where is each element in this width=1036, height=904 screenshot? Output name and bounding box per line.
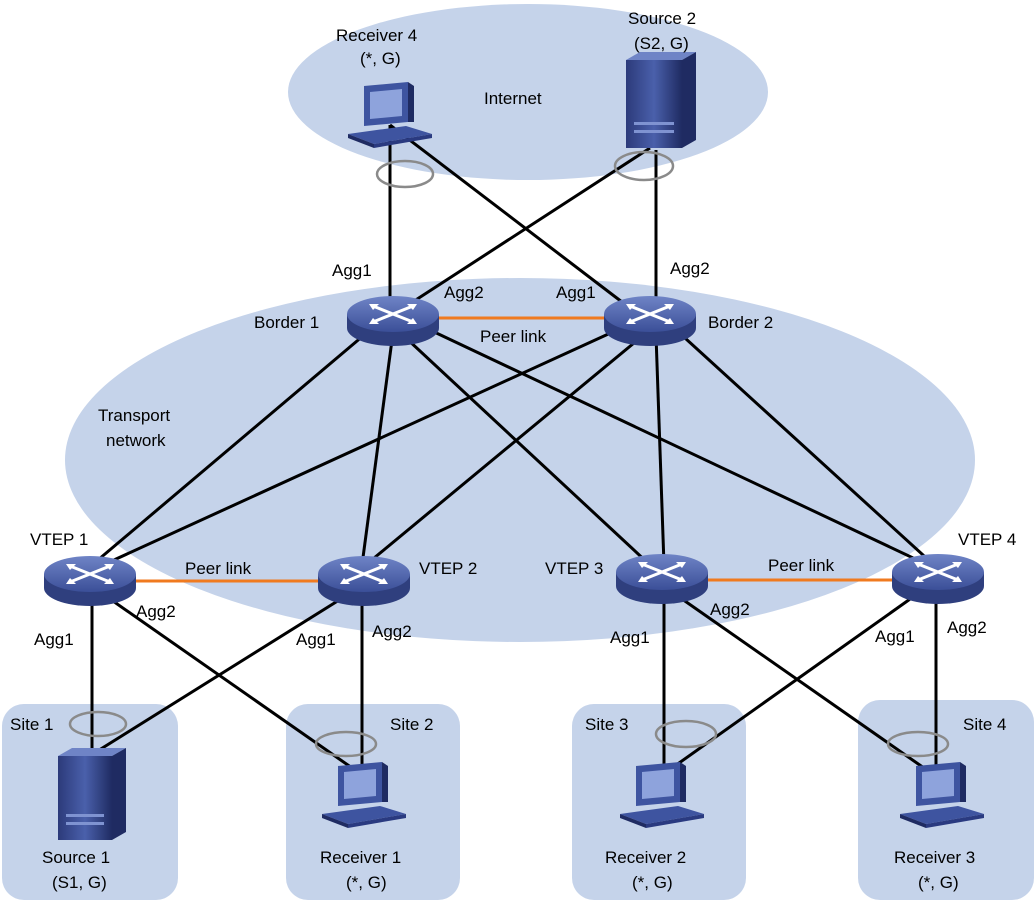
peer-link-label-border: Peer link [480,327,547,346]
agg2-label-border2-top: Agg2 [670,259,710,278]
link-vtep2-source1 [79,590,353,764]
site4-label: Site 4 [963,715,1006,734]
source2-name-label: Source 2 [628,9,696,28]
source1-group-label: (S1, G) [52,873,107,892]
border2-switch-icon[interactable] [604,296,696,346]
agg2-label-border1-right: Agg2 [444,283,484,302]
agg1-label-vtep3: Agg1 [610,628,650,647]
agg1-label-border1-top: Agg1 [332,261,372,280]
receiver2-pc-icon[interactable] [620,762,704,828]
receiver3-pc-icon[interactable] [900,762,984,828]
vtep2-switch-icon[interactable] [318,556,410,606]
vtep2-label: VTEP 2 [419,559,477,578]
transport-network-label-line2: network [106,431,166,450]
receiver1-pc-icon[interactable] [322,762,406,828]
agg2-label-vtep1: Agg2 [136,602,176,621]
receiver3-name-label: Receiver 3 [894,848,975,867]
peer-links-layer [130,316,898,583]
link-border1-vtep1 [91,328,371,567]
receiver4-pc-icon[interactable] [348,82,432,148]
receiver2-group-label: (*, G) [632,873,673,892]
receiver2-name-label: Receiver 2 [605,848,686,867]
link-border2-vtep4 [672,326,936,567]
site3-label: Site 3 [585,715,628,734]
vtep3-label: VTEP 3 [545,559,603,578]
agg2-label-vtep3: Agg2 [710,600,750,619]
agg-ring-source1 [68,710,128,738]
transport-network-region [65,278,975,642]
labels-layer: Internet Transport network Site 1 Site 2… [10,9,1016,892]
peer-link-label-vtep12: Peer link [185,559,252,578]
vtep1-switch-icon[interactable] [44,556,136,606]
border1-switch-icon[interactable] [347,296,439,346]
receiver4-group-label: (*, G) [360,49,401,68]
link-border1-vtep2 [360,339,394,566]
internet-label: Internet [484,89,542,108]
agg2-label-vtep2: Agg2 [372,622,412,641]
agg-ring-receiver3 [886,730,950,758]
agg1-label-border2-left: Agg1 [556,283,596,302]
agg1-label-vtep1: Agg1 [34,630,74,649]
agg1-label-vtep2: Agg1 [296,630,336,649]
vtep4-switch-icon[interactable] [892,554,984,604]
link-border1-vtep3 [404,336,652,567]
vtep3-switch-icon[interactable] [616,554,708,604]
receiver1-group-label: (*, G) [346,873,387,892]
vtep1-label: VTEP 1 [30,530,88,549]
receiver3-group-label: (*, G) [918,873,959,892]
link-source2-border1 [407,146,651,307]
agg-ring-source2 [613,150,675,182]
link-border2-vtep1 [91,323,629,572]
border1-label: Border 1 [254,313,319,332]
aggregation-rings [68,150,950,758]
link-receiver4-border2 [389,123,623,304]
link-border1-vtep4 [429,328,929,567]
link-vtep1-receiver1 [99,590,356,772]
transport-network-label-line1: Transport [98,406,170,425]
link-border2-vtep2 [361,331,647,570]
agg-ring-receiver4 [375,159,435,189]
agg2-label-vtep4: Agg2 [947,618,987,637]
site2-label: Site 2 [390,715,433,734]
agg-ring-receiver2 [654,719,718,749]
agg1-label-vtep4: Agg1 [875,627,915,646]
vtep4-label: VTEP 4 [958,530,1016,549]
border2-label: Border 2 [708,313,773,332]
receiver4-name-label: Receiver 4 [336,26,417,45]
peer-link-label-vtep34: Peer link [768,556,835,575]
source2-group-label: (S2, G) [634,34,689,53]
source1-server-icon[interactable] [58,748,126,840]
link-border2-vtep3 [654,334,666,566]
receiver1-name-label: Receiver 1 [320,848,401,867]
source1-name-label: Source 1 [42,848,110,867]
source2-server-icon[interactable] [626,52,696,148]
site1-label: Site 1 [10,715,53,734]
agg-ring-receiver1 [314,730,378,758]
